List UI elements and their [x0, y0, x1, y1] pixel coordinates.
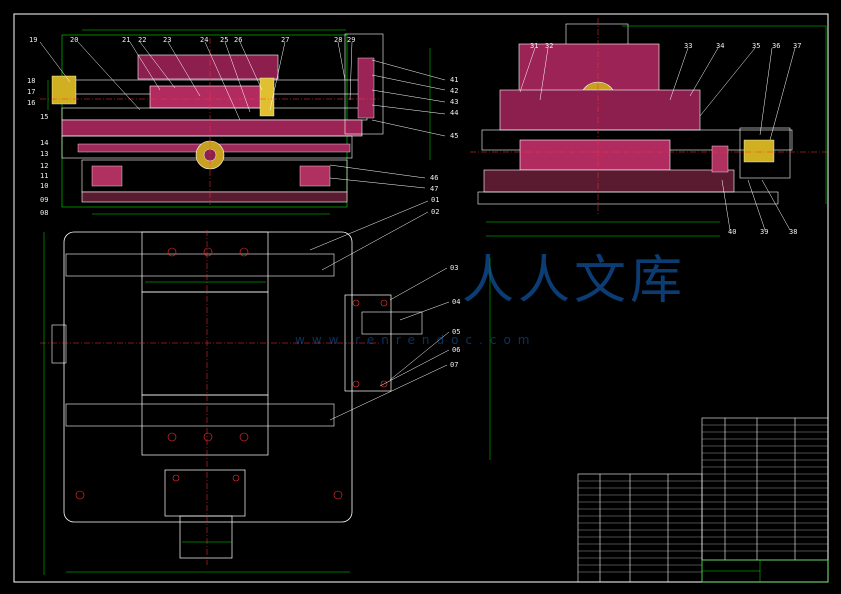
leader-45: 45	[450, 132, 459, 140]
leader-13: 13	[40, 150, 49, 158]
leader-18: 18	[27, 77, 36, 85]
leader-29: 29	[347, 36, 356, 44]
leader-41: 41	[450, 76, 459, 84]
leader-09: 09	[40, 196, 49, 204]
leader-34: 34	[716, 42, 725, 50]
leader-47: 47	[430, 185, 439, 193]
leader-24: 24	[200, 36, 209, 44]
leader-21: 21	[122, 36, 131, 44]
plan-view	[40, 230, 491, 575]
leader-08: 08	[40, 209, 49, 217]
watermark-logo-text: 人人文库	[462, 251, 687, 311]
leader-32: 32	[545, 42, 554, 50]
leader-05: 05	[452, 328, 461, 336]
parts-list-rows	[578, 424, 828, 573]
leader-23: 23	[163, 36, 172, 44]
watermark-url: www.renrendoc.com	[295, 333, 537, 347]
leader-35: 35	[752, 42, 761, 50]
leader-14: 14	[40, 139, 49, 147]
leader-43: 43	[450, 98, 459, 106]
sheet-border	[13, 13, 829, 583]
parts-list-table	[577, 417, 829, 583]
leader-lines	[39, 41, 796, 421]
side-view	[470, 18, 830, 237]
leader-19: 19	[29, 36, 38, 44]
leader-31: 31	[530, 42, 539, 50]
leader-38: 38	[789, 228, 798, 236]
leader-12: 12	[40, 162, 49, 170]
leader-44: 44	[450, 109, 459, 117]
leader-37: 37	[793, 42, 802, 50]
leader-10: 10	[40, 182, 49, 190]
leader-46: 46	[430, 174, 439, 182]
leader-26: 26	[234, 36, 243, 44]
leader-39: 39	[760, 228, 769, 236]
leader-04: 04	[452, 298, 461, 306]
leader-11: 11	[40, 172, 49, 180]
leader-27: 27	[281, 36, 290, 44]
leader-36: 36	[772, 42, 781, 50]
title-block	[701, 559, 829, 583]
leader-03: 03	[450, 264, 459, 272]
leader-01: 01	[431, 196, 440, 204]
leader-33: 33	[684, 42, 693, 50]
front-view	[40, 29, 431, 215]
leader-28: 28	[334, 36, 343, 44]
leader-22: 22	[138, 36, 147, 44]
leader-17: 17	[27, 88, 36, 96]
leader-16: 16	[27, 99, 36, 107]
leader-42: 42	[450, 87, 459, 95]
leader-25: 25	[220, 36, 229, 44]
leader-02: 02	[431, 208, 440, 216]
leader-20: 20	[70, 36, 79, 44]
leader-07: 07	[450, 361, 459, 369]
leader-40: 40	[728, 228, 737, 236]
leader-06: 06	[452, 346, 461, 354]
leader-15: 15	[40, 113, 49, 121]
